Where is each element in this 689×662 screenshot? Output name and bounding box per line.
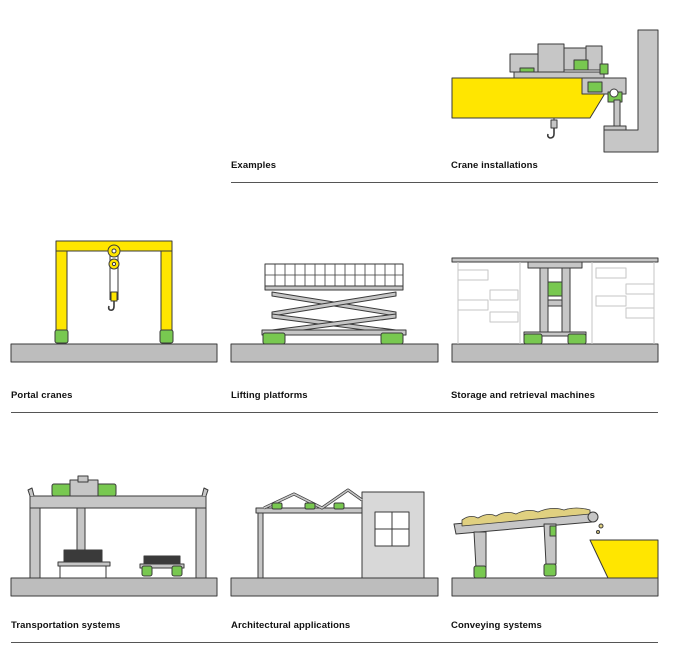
architectural-illustration [230,488,439,597]
caption-architectural: Architectural applications [231,620,351,631]
caption-storage-retrieval: Storage and retrieval machines [451,390,595,401]
portal-crane-illustration [10,240,218,363]
divider-row-3 [11,642,658,643]
crane-installation-illustration [451,29,659,153]
section-title: Examples [231,160,277,171]
divider-row-1 [231,182,658,183]
transportation-illustration [10,475,218,597]
caption-lifting-platforms: Lifting platforms [231,390,308,401]
lifting-platform-illustration [230,263,439,363]
caption-transportation: Transportation systems [11,620,121,631]
storage-retrieval-illustration [451,257,659,363]
caption-conveying: Conveying systems [451,620,542,631]
caption-crane-installations: Crane installations [451,160,538,171]
conveying-illustration [451,507,659,597]
divider-row-2 [11,412,658,413]
caption-portal-cranes: Portal cranes [11,390,73,401]
